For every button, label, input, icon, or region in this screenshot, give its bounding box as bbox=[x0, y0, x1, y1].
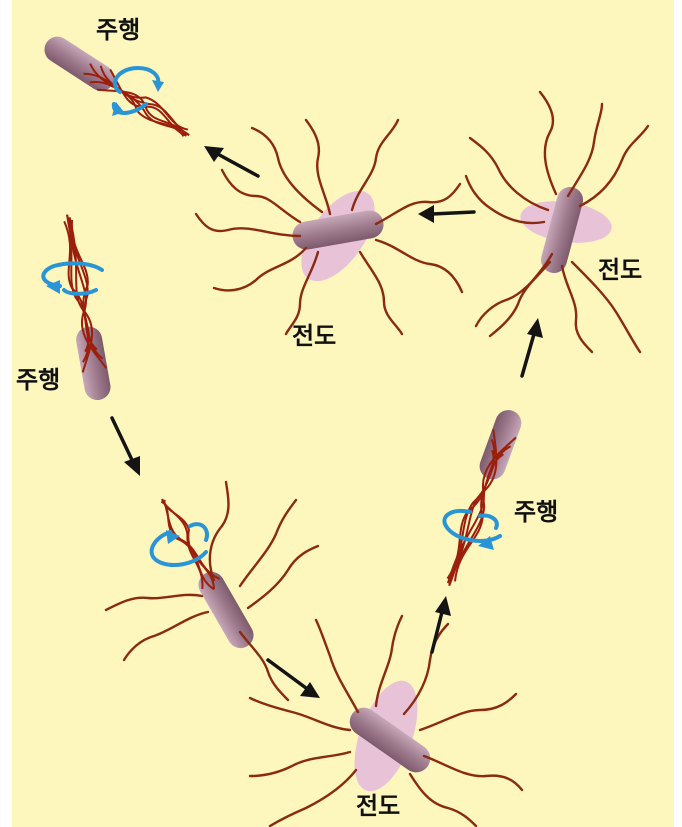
cell-body bbox=[194, 567, 259, 653]
direction-arrow-icon bbox=[112, 418, 140, 476]
cell-body bbox=[74, 325, 112, 402]
bacterium-run-bottom-left bbox=[106, 482, 318, 700]
label-run-right: 주행 bbox=[514, 500, 558, 524]
bacterium-run-right bbox=[437, 406, 525, 590]
cell-body bbox=[476, 406, 525, 483]
label-run-left: 주행 bbox=[16, 368, 60, 392]
bacterium-run-top bbox=[40, 32, 197, 146]
direction-arrow-icon bbox=[522, 318, 543, 376]
label-run-top: 주행 bbox=[96, 18, 140, 42]
label-tumble-bottom: 전도 bbox=[356, 794, 400, 818]
direction-arrow-icon bbox=[204, 146, 258, 176]
label-tumble-center: 전도 bbox=[292, 324, 336, 348]
bacterium-tumble-right bbox=[466, 92, 648, 352]
direction-arrow-icon bbox=[418, 205, 474, 223]
bacterium-tumble-center bbox=[196, 120, 462, 334]
direction-arrow-icon bbox=[268, 660, 320, 698]
rotation-arrow-icon bbox=[444, 511, 500, 550]
label-tumble-right: 전도 bbox=[598, 258, 642, 282]
rotation-arrow-icon bbox=[152, 524, 207, 565]
